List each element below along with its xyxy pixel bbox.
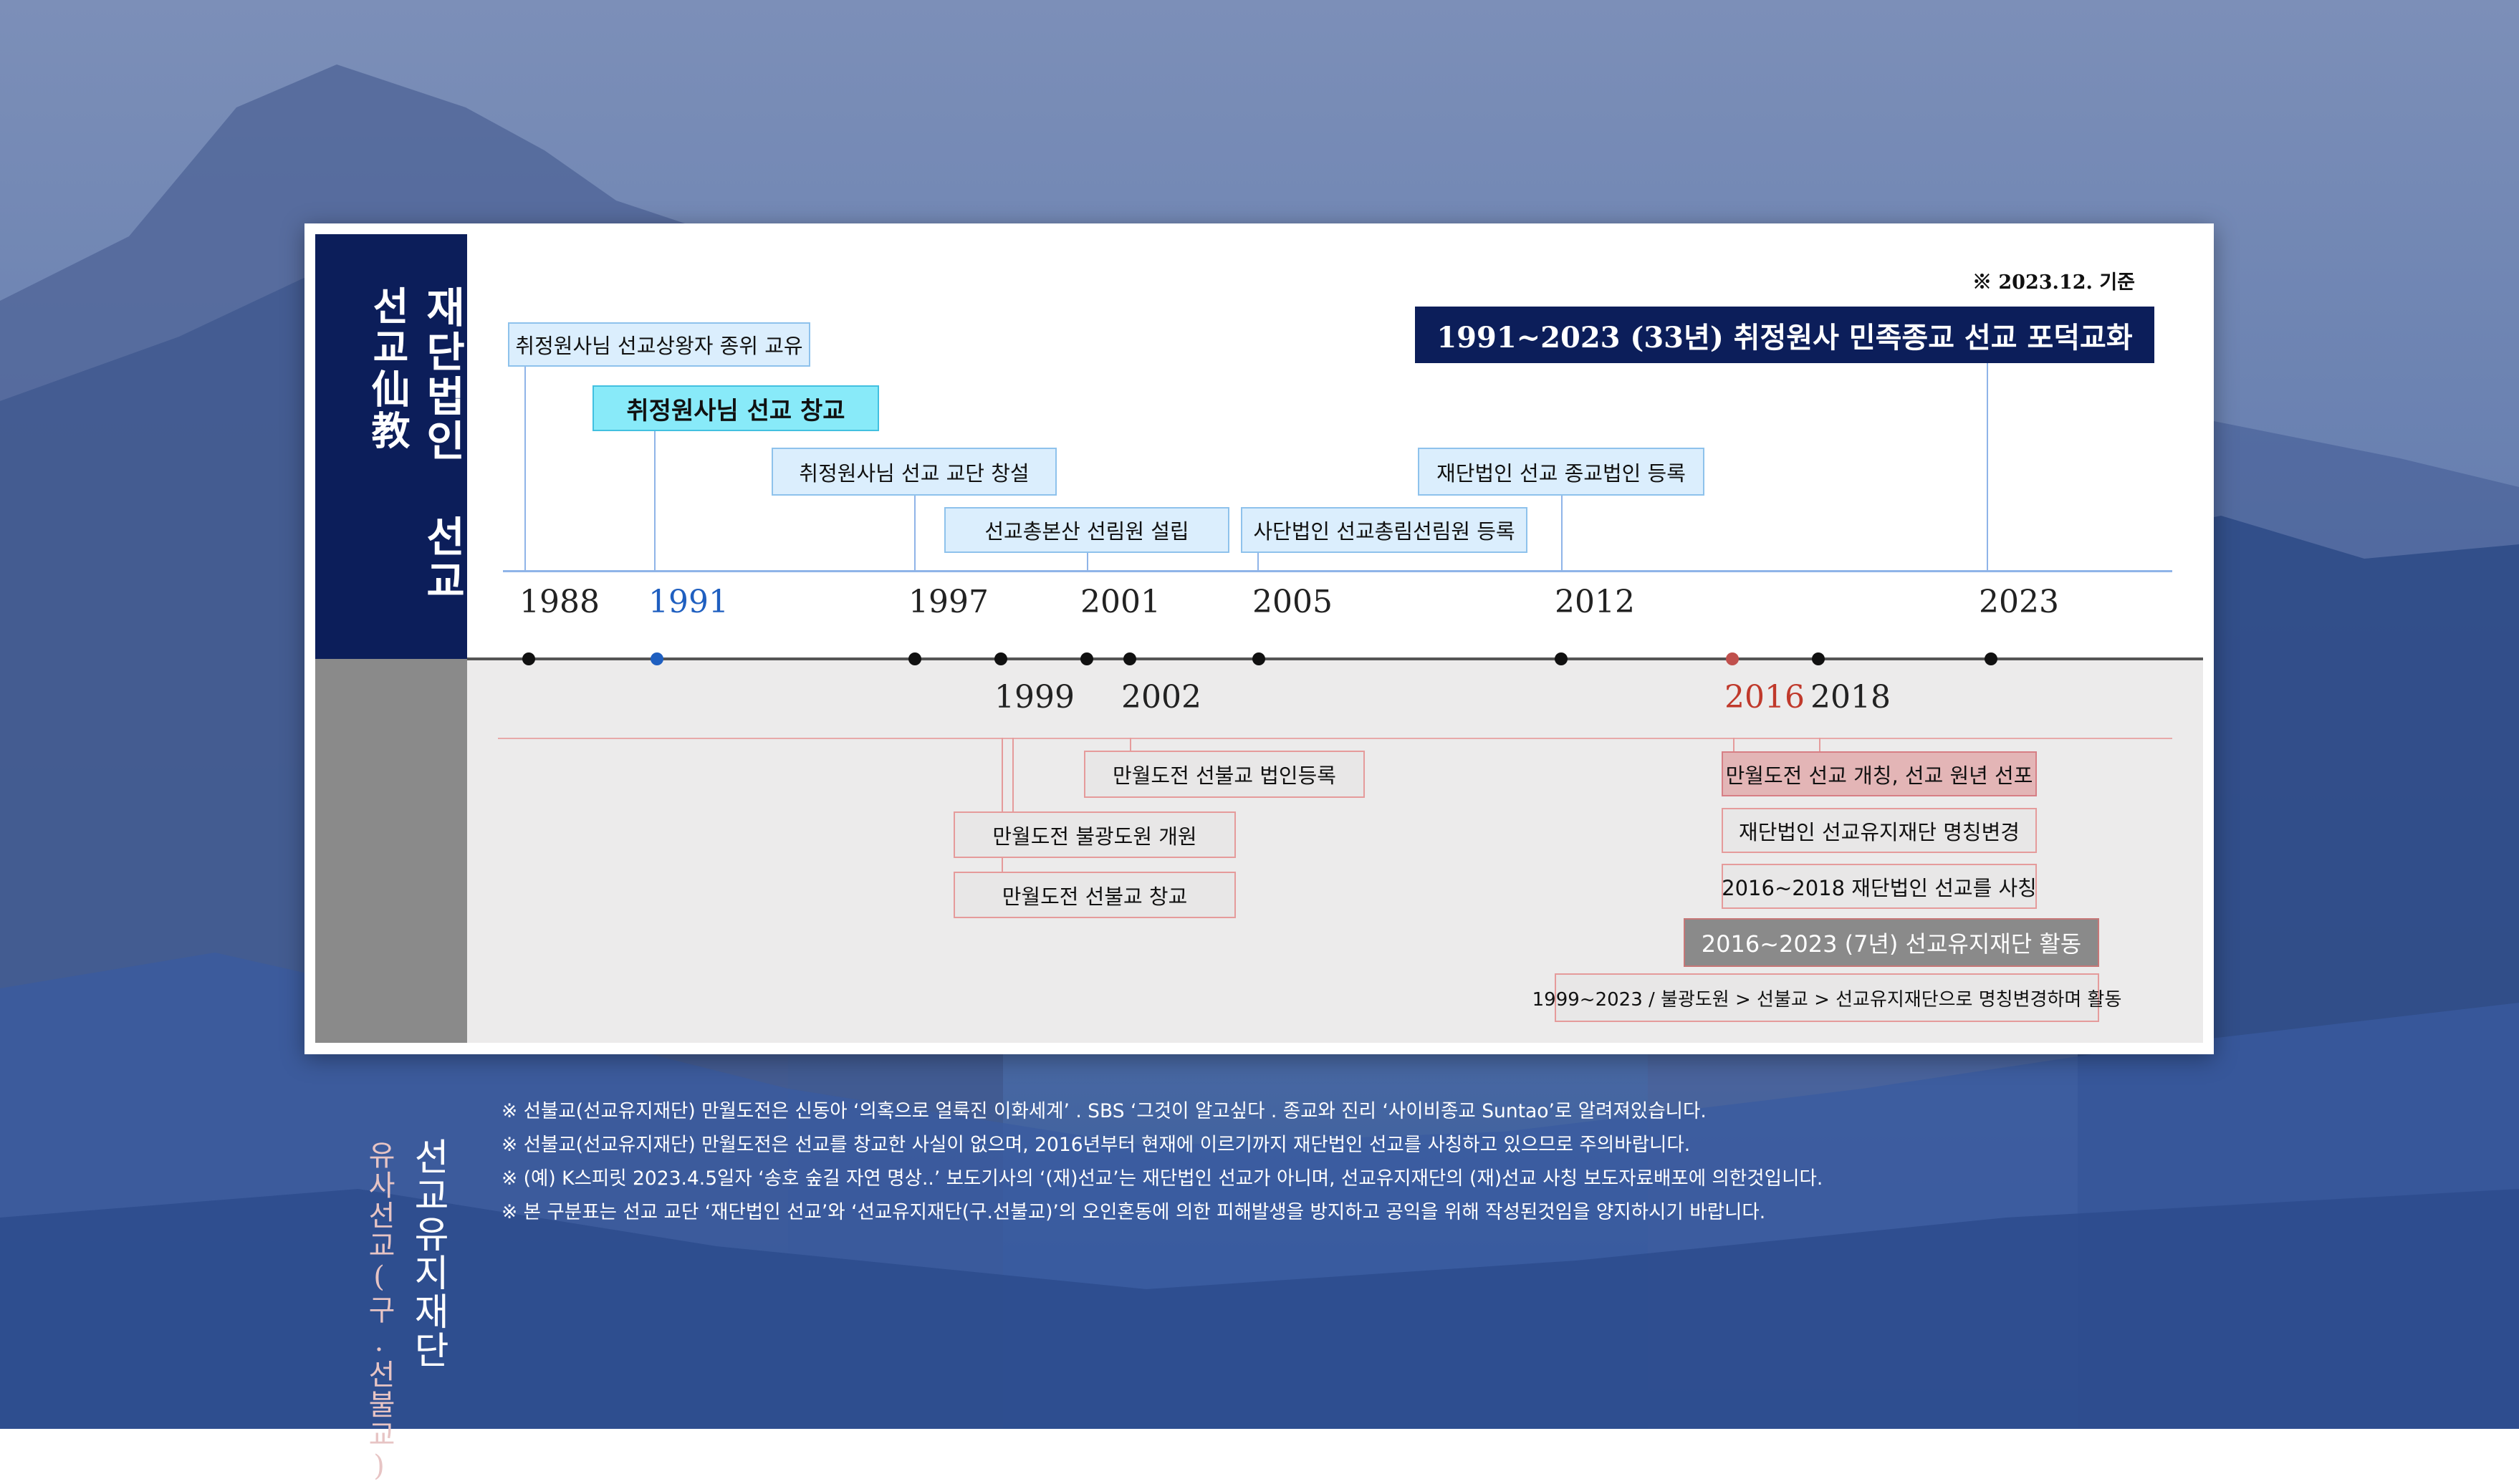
event-2005: 사단법인 선교총림선림원 등록 bbox=[1241, 507, 1527, 553]
basis-note: ※ 2023.12. 기준 bbox=[1972, 271, 2135, 294]
year-2001: 2001 bbox=[1080, 584, 1161, 620]
connector-2002 bbox=[1130, 738, 1131, 758]
timeline-axis bbox=[467, 657, 2203, 660]
connector-2001 bbox=[1087, 553, 1088, 571]
event-2018-rename: 재단법인 선교유지재단 명칭변경 bbox=[1722, 808, 2037, 853]
connector-2005 bbox=[1257, 553, 1259, 571]
event-1988: 취정원사님 선교상왕자 종위 교유 bbox=[508, 322, 810, 367]
dot-1997 bbox=[908, 652, 921, 665]
year-2005: 2005 bbox=[1252, 584, 1333, 620]
event-2001: 선교총본산 선림원 설립 bbox=[944, 507, 1229, 553]
connector-1997 bbox=[914, 496, 916, 571]
bottom-event-baseline bbox=[498, 738, 2172, 739]
dot-2023 bbox=[1985, 652, 1997, 665]
top-side-subtitle: 선교仙教 bbox=[365, 286, 411, 452]
footnote-3: ※ (예) K스피릿 2023.4.5일자 ‘송호 숲길 자연 명상..’ 보도… bbox=[502, 1167, 1823, 1190]
connector-1999-b bbox=[1012, 738, 1014, 812]
connector-2012 bbox=[1561, 496, 1563, 571]
footnote-4: ※ 본 구분표는 선교 교단 ‘재단법인 선교’와 ‘선교유지재단(구.선불교)… bbox=[502, 1201, 1766, 1223]
year-2002: 2002 bbox=[1121, 679, 1201, 716]
connector-2023 bbox=[1987, 363, 1988, 571]
dot-1988 bbox=[522, 652, 535, 665]
bottom-side-title: 선교유지재단 bbox=[406, 1137, 449, 1369]
year-2016: 2016 bbox=[1724, 679, 1805, 716]
year-2023: 2023 bbox=[1979, 584, 2059, 620]
dot-2016 bbox=[1726, 652, 1739, 665]
footnote-2: ※ 선불교(선교유지재단) 만월도전은 선교를 창교한 사실이 없으며, 201… bbox=[502, 1134, 1691, 1156]
year-2012: 2012 bbox=[1555, 584, 1635, 620]
footnotes: ※ 선불교(선교유지재단) 만월도전은 신동아 ‘의혹으로 얼룩진 이화세계’ … bbox=[502, 1094, 2121, 1229]
event-1999-found: 만월도전 선불교 창교 bbox=[954, 872, 1236, 918]
connector-1991 bbox=[654, 431, 656, 571]
top-side-label: 재단법인 선교 선교仙教 bbox=[315, 234, 467, 659]
event-1999-open: 만월도전 불광도원 개원 bbox=[954, 811, 1236, 858]
dot-2005 bbox=[1252, 652, 1265, 665]
dot-1999 bbox=[994, 652, 1007, 665]
year-1999: 1999 bbox=[994, 679, 1075, 716]
top-side-title: 재단법인 선교 bbox=[418, 286, 466, 604]
year-1997: 1997 bbox=[908, 584, 989, 620]
event-2012: 재단법인 선교 종교법인 등록 bbox=[1418, 448, 1704, 496]
dot-2001 bbox=[1080, 652, 1093, 665]
connector-1999-a bbox=[1002, 738, 1003, 875]
dot-1991 bbox=[651, 652, 663, 665]
dot-2018 bbox=[1812, 652, 1825, 665]
year-1991: 1991 bbox=[648, 584, 729, 620]
headline-banner: 1991~2023 (33년) 취정원사 민족종교 선교 포덕교화 bbox=[1415, 307, 2154, 363]
event-1999-2023-activity: 1999~2023 / 불광도원 > 선불교 > 선교유지재단으로 명칭변경하며… bbox=[1532, 973, 2121, 1022]
year-2018: 2018 bbox=[1810, 679, 1891, 716]
top-section bbox=[315, 234, 2203, 659]
dot-2002 bbox=[1123, 652, 1136, 665]
event-2016-2018-impersonation: 2016~2018 재단법인 선교를 사칭 bbox=[1722, 864, 2037, 909]
event-1997: 취정원사님 선교 교단 창설 bbox=[772, 448, 1057, 496]
dot-2012 bbox=[1555, 652, 1568, 665]
connector-1988 bbox=[524, 367, 526, 571]
year-1988: 1988 bbox=[519, 584, 600, 620]
bottom-side-label: 선교유지재단 유사선교(구.선불교) bbox=[315, 659, 467, 1484]
event-2016-rename: 만월도전 선교 개칭, 선교 원년 선포 bbox=[1722, 751, 2037, 796]
bottom-side-subtitle: 유사선교(구.선불교) bbox=[363, 1140, 395, 1484]
footnote-1: ※ 선불교(선교유지재단) 만월도전은 신동아 ‘의혹으로 얼룩진 이화세계’ … bbox=[502, 1100, 1707, 1122]
event-1991: 취정원사님 선교 창교 bbox=[592, 385, 879, 431]
top-event-baseline bbox=[503, 570, 2172, 572]
event-2002: 만월도전 선불교 법인등록 bbox=[1084, 751, 1365, 798]
timeline-panel: 재단법인 선교 선교仙教 선교유지재단 유사선교(구.선불교) ※ 2023.1… bbox=[304, 223, 2214, 1484]
event-2016-2023-activity: 2016~2023 (7년) 선교유지재단 활동 bbox=[1684, 918, 2099, 967]
